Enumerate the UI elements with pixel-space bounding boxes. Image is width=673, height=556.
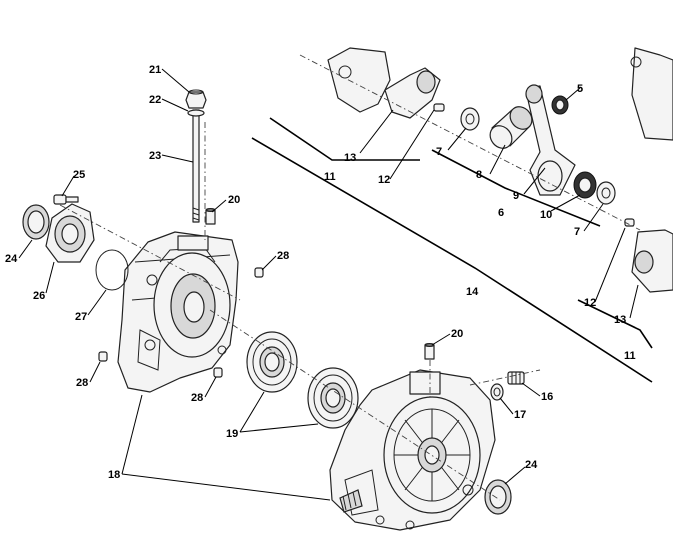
group-bracket-11-right xyxy=(577,299,653,349)
cylinder-stud-bolt xyxy=(192,109,200,223)
pin-28-left xyxy=(98,351,108,362)
callout-12-right: 12 xyxy=(584,297,596,309)
callout-11-right: 11 xyxy=(624,350,636,362)
plug-washer xyxy=(490,383,504,401)
callout-25: 25 xyxy=(73,169,85,181)
callout-14: 14 xyxy=(466,286,479,298)
callout-17: 17 xyxy=(514,409,526,421)
callout-13-right: 13 xyxy=(614,314,626,326)
thrust-washer-left xyxy=(460,107,480,131)
small-end-needle-bearing xyxy=(551,95,569,115)
drain-plug xyxy=(507,371,525,385)
right-crankcase-half xyxy=(329,369,496,531)
key-12-top xyxy=(433,103,445,112)
group-bracket-14 xyxy=(251,137,653,383)
callout-28-bottom: 28 xyxy=(191,392,203,404)
callout-5: 5 xyxy=(577,83,583,95)
callout-28-right: 28 xyxy=(277,250,289,262)
callout-8: 8 xyxy=(476,169,482,181)
callout-7-right: 7 xyxy=(574,226,580,238)
callout-labels: 21 22 23 20 28 25 24 26 27 28 28 19 18 2… xyxy=(5,64,636,481)
callout-10: 10 xyxy=(540,209,552,221)
callout-24-right: 24 xyxy=(525,459,538,471)
callout-6: 6 xyxy=(498,207,504,219)
callout-24-left: 24 xyxy=(5,253,18,265)
nut-part xyxy=(185,89,207,109)
pin-28-bottom xyxy=(213,367,223,378)
callout-23: 23 xyxy=(149,150,161,162)
bolt-25 xyxy=(53,194,79,205)
callout-28-left: 28 xyxy=(76,377,88,389)
crankshaft-web-left xyxy=(327,47,441,119)
oil-seal-left xyxy=(22,204,50,240)
callout-20-upper: 20 xyxy=(228,194,240,206)
callout-12-top: 12 xyxy=(378,174,390,186)
callout-26: 26 xyxy=(33,290,45,302)
bearing-cover xyxy=(45,203,95,263)
callout-27: 27 xyxy=(75,311,87,323)
callout-21: 21 xyxy=(149,64,161,76)
main-bearing-upper xyxy=(246,331,298,393)
assembly-axis-lines xyxy=(59,54,641,501)
callout-19: 19 xyxy=(226,428,238,440)
left-crankcase-half xyxy=(117,231,239,393)
callout-9: 9 xyxy=(513,190,519,202)
callout-22: 22 xyxy=(149,94,161,106)
pin-28-right xyxy=(254,267,264,278)
crankshaft-web-right xyxy=(630,47,673,293)
callout-20-lower: 20 xyxy=(451,328,463,340)
oil-seal-right xyxy=(484,479,512,515)
callout-7-left: 7 xyxy=(436,146,442,158)
dowel-pin-lower xyxy=(424,343,435,360)
crank-pin xyxy=(489,106,533,149)
callout-18: 18 xyxy=(108,469,120,481)
group-bracket-6 xyxy=(431,149,601,227)
big-end-needle-bearing xyxy=(573,171,597,199)
group-bracket-11-left xyxy=(269,117,420,161)
gear-teeth xyxy=(339,489,363,513)
callout-11-top: 11 xyxy=(324,171,336,183)
callout-16: 16 xyxy=(541,391,553,403)
thrust-washer-right xyxy=(596,181,616,205)
callout-13-top: 13 xyxy=(344,152,356,164)
o-ring xyxy=(95,249,129,291)
leader-lines xyxy=(18,68,639,501)
washer-part xyxy=(187,109,205,117)
main-bearing-lower xyxy=(307,367,359,429)
